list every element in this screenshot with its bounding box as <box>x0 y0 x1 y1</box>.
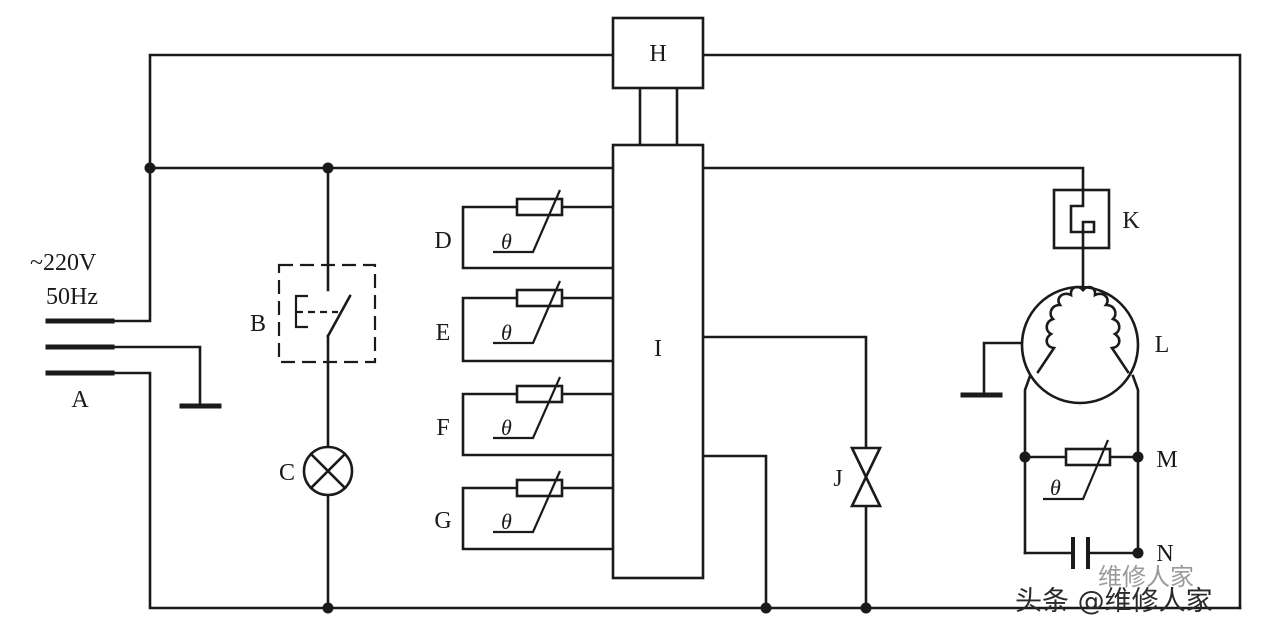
label-I: I <box>654 336 662 362</box>
watermark-faint: 维修人家 <box>1098 563 1194 591</box>
label-F: F <box>436 415 449 441</box>
display-H: H <box>611 16 705 90</box>
ptc-starter-M: θ M <box>1043 439 1178 501</box>
sensor-F: θ F <box>436 376 615 457</box>
plug-A: A <box>45 318 115 413</box>
lamp-C: C <box>279 445 354 497</box>
motor-L: L <box>1020 285 1170 405</box>
label-L: L <box>1155 332 1170 358</box>
protector-K: K <box>1052 188 1140 250</box>
label-B: B <box>250 311 266 337</box>
sensor-E: θ E <box>436 280 615 363</box>
watermark-main: 头条 @维修人家 <box>1015 586 1213 617</box>
sensor-D: θ D <box>434 189 615 270</box>
label-A: A <box>71 387 89 413</box>
capacitor-N: N <box>1071 537 1174 569</box>
label-E: E <box>436 320 451 346</box>
junction-dots <box>144 162 1144 614</box>
theta-F: θ <box>501 415 512 440</box>
supply-rating: ~220V 50Hz <box>30 250 98 310</box>
label-H: H <box>649 41 666 67</box>
supply-frequency: 50Hz <box>46 284 98 310</box>
label-K: K <box>1122 208 1140 234</box>
label-N: N <box>1156 541 1173 567</box>
theta-D: θ <box>501 229 512 254</box>
watermark: 维修人家 头条 @维修人家 <box>1015 563 1213 617</box>
theta-M: θ <box>1050 475 1061 500</box>
supply-voltage: ~220V <box>30 250 97 276</box>
label-D: D <box>434 228 451 254</box>
valve-J: J <box>833 446 883 508</box>
sensor-G: θ G <box>434 470 615 551</box>
label-G: G <box>434 508 451 534</box>
label-J: J <box>833 466 842 492</box>
door-switch-B: B <box>250 263 377 364</box>
wires <box>110 53 1242 610</box>
label-C: C <box>279 460 295 486</box>
theta-G: θ <box>501 509 512 534</box>
label-M: M <box>1156 447 1177 473</box>
control-board-I: I <box>611 143 705 580</box>
theta-E: θ <box>501 320 512 345</box>
